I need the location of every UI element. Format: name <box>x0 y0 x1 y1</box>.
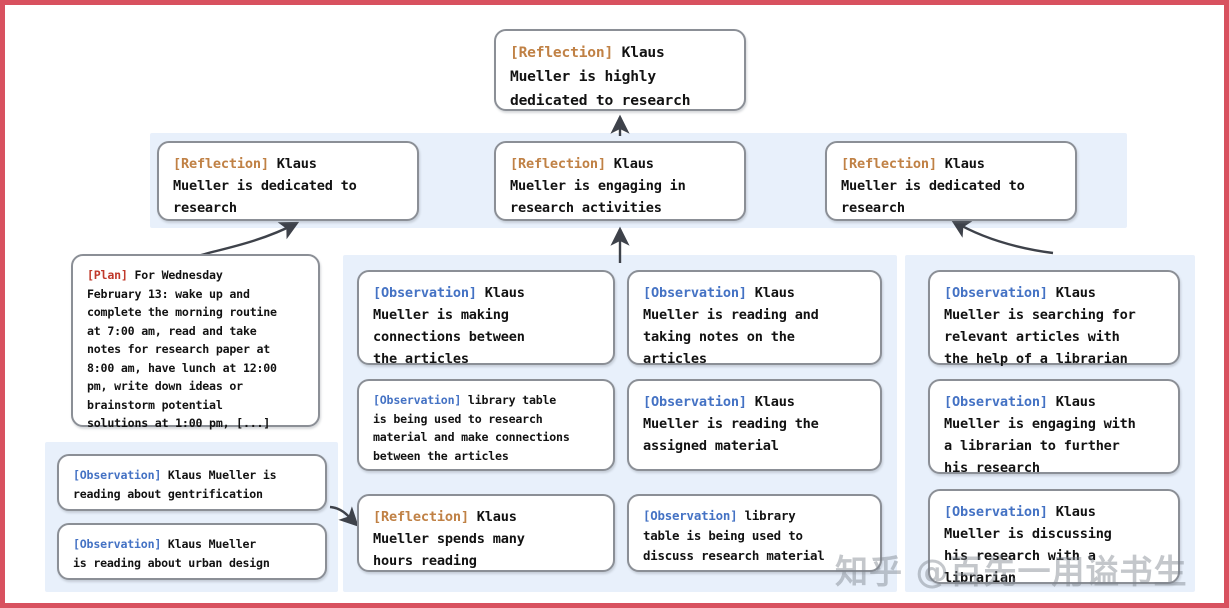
node-text-line: between the articles <box>373 448 509 463</box>
tag-observation: [Observation] <box>944 285 1048 301</box>
node-text-line: Mueller is making <box>373 307 509 323</box>
node-text-line: material and make connections <box>373 430 570 444</box>
node-observation-c2-3[interactable]: [Observation] library table is being use… <box>627 494 882 572</box>
node-text-line: at 7:00 am, read and take <box>87 323 257 338</box>
node-text-line: dedicated to research <box>510 92 691 109</box>
arrow-plan-to-left-reflection <box>194 221 300 259</box>
tag-observation: [Observation] <box>643 285 747 301</box>
node-reflection-mid[interactable]: [Reflection] Klaus Mueller is engaging i… <box>494 141 746 221</box>
node-text-line: table is being used to <box>643 528 803 543</box>
node-text-line: Mueller spends many <box>373 531 525 547</box>
node-reflection-right[interactable]: [Reflection] Klaus Mueller is dedicated … <box>825 141 1077 221</box>
node-text-line: Klaus <box>613 156 654 172</box>
node-observation-left-1[interactable]: [Observation] Klaus Mueller is reading a… <box>57 454 327 511</box>
node-text-line: the articles <box>373 351 469 367</box>
tag-observation: [Observation] <box>643 508 738 523</box>
node-text-line: research <box>841 200 905 216</box>
node-reflection-c1-3[interactable]: [Reflection] Klaus Mueller spends many h… <box>357 494 615 572</box>
node-text-line: Mueller is dedicated to <box>173 178 357 194</box>
node-text-line: research <box>173 200 237 216</box>
node-text-line: Klaus <box>621 44 665 61</box>
tag-reflection: [Reflection] <box>841 156 937 172</box>
node-text-line: his research with a <box>944 548 1096 564</box>
node-text-line: his research <box>944 460 1040 476</box>
node-text-line: February 13: wake up and <box>87 286 250 301</box>
node-text-line: librarian <box>944 570 1016 586</box>
node-observation-c3-1[interactable]: [Observation] Klaus Mueller is searching… <box>928 270 1180 367</box>
node-text-line: notes for research paper at <box>87 342 271 356</box>
watermark: 知乎 @百先一用谥书生 <box>835 552 1188 591</box>
node-observation-c3-2[interactable]: [Observation] Klaus Mueller is engaging … <box>928 379 1180 476</box>
node-text-line: is being used to research <box>373 411 543 426</box>
node-text-line: Klaus Mueller <box>167 537 257 551</box>
tag-observation: [Observation] <box>373 285 477 301</box>
node-text-line: assigned material <box>643 438 779 454</box>
tag-reflection: [Reflection] <box>173 156 269 172</box>
node-observation-c1-2[interactable]: [Observation] library table is being use… <box>357 379 615 471</box>
node-text-line: Klaus <box>1055 285 1096 301</box>
tag-observation: [Observation] <box>944 394 1048 410</box>
node-text-line: Mueller is engaging in <box>510 178 686 194</box>
node-text-line: pm, write down ideas or <box>87 379 243 393</box>
node-text-line: Mueller is reading and <box>643 307 819 323</box>
node-text-line: the help of a librarian <box>944 351 1128 367</box>
node-observation-c2-2[interactable]: [Observation] Klaus Mueller is reading t… <box>627 379 882 471</box>
tag-reflection: [Reflection] <box>510 44 614 61</box>
node-text-line: a librarian to further <box>944 438 1120 454</box>
node-text-line: Klaus Mueller is <box>167 468 277 482</box>
node-text-line: Mueller is highly <box>510 68 656 85</box>
node-text-line: hours reading <box>373 553 477 569</box>
node-text-line: Klaus <box>1055 504 1096 520</box>
node-text-line: For Wednesday <box>134 268 223 282</box>
node-observation-c2-1[interactable]: [Observation] Klaus Mueller is reading a… <box>627 270 882 367</box>
node-text-line: articles <box>643 351 707 367</box>
node-observation-c3-3[interactable]: [Observation] Klaus Mueller is discussin… <box>928 489 1180 586</box>
node-text-line: Mueller is engaging with <box>944 416 1136 432</box>
tag-reflection: [Reflection] <box>510 156 606 172</box>
node-text-line: research activities <box>510 200 662 216</box>
node-text-line: solutions at 1:00 pm, [...] <box>87 416 271 430</box>
node-text-line: Klaus <box>754 285 795 301</box>
node-text-line: Klaus <box>944 156 985 172</box>
node-observation-left-2[interactable]: [Observation] Klaus Mueller is reading a… <box>57 523 327 580</box>
tag-observation: [Observation] <box>643 394 747 410</box>
node-text-line: Mueller is discussing <box>944 526 1112 542</box>
node-text-line: complete the morning routine <box>87 305 277 319</box>
node-text-line: brainstorm potential <box>87 397 223 412</box>
node-text-line: 8:00 am, have lunch at 12:00 <box>87 360 277 375</box>
node-text-line: Mueller is dedicated to <box>841 178 1025 194</box>
node-text-line: Klaus <box>476 509 517 525</box>
node-observation-c1-1[interactable]: [Observation] Klaus Mueller is making co… <box>357 270 615 367</box>
node-text-line: relevant articles with <box>944 329 1120 345</box>
tag-plan: [Plan] <box>87 268 128 282</box>
node-top-reflection[interactable]: [Reflection] Klaus Mueller is highly ded… <box>494 29 746 111</box>
node-text-line: taking notes on the <box>643 329 795 345</box>
node-text-line: library table <box>467 393 557 407</box>
tag-observation: [Observation] <box>73 468 162 482</box>
node-text-line: reading about gentrification <box>73 486 263 501</box>
tag-reflection: [Reflection] <box>373 509 469 525</box>
node-text-line: library <box>744 508 796 523</box>
node-text-line: Klaus <box>276 156 317 172</box>
node-reflection-left[interactable]: [Reflection] Klaus Mueller is dedicated … <box>157 141 419 221</box>
node-text-line: discuss research material <box>643 548 825 563</box>
tag-observation: [Observation] <box>944 504 1048 520</box>
node-text-line: Klaus <box>754 394 795 410</box>
node-plan[interactable]: [Plan] For Wednesday February 13: wake u… <box>71 254 320 430</box>
node-text-line: connections between <box>373 329 525 345</box>
node-text-line: Klaus <box>484 285 525 301</box>
tag-observation: [Observation] <box>373 393 462 407</box>
node-text-line: is reading about urban design <box>73 555 270 570</box>
node-text-line: Klaus <box>1055 394 1096 410</box>
node-text-line: Mueller is reading the <box>643 416 819 432</box>
tag-observation: [Observation] <box>73 537 162 551</box>
node-text-line: Mueller is searching for <box>944 307 1136 323</box>
